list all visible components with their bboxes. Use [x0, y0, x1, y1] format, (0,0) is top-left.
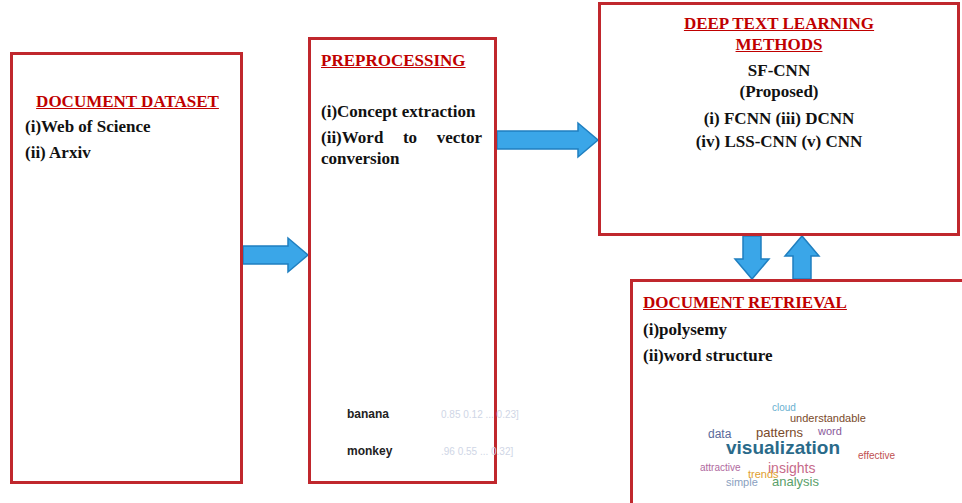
block-arrow	[735, 236, 769, 279]
vector-label: .96 0.55 ... 0.32]	[441, 446, 513, 457]
box-item: (i)polysemy	[643, 319, 957, 340]
box-heading: DOCUMENT DATASET	[25, 91, 230, 112]
word-cloud-word: effective	[858, 450, 895, 461]
box-item: (ii)word structure	[643, 345, 957, 366]
process-box: DEEP TEXT LEARNING METHODSSF-CNN (Propos…	[598, 2, 960, 236]
process-box: DOCUMENT DATASET (i)Web of Science (ii) Ar…	[10, 52, 243, 484]
word-cloud-word: cloud	[772, 402, 796, 413]
box-heading: PREPROCESSING	[321, 50, 482, 71]
word-cloud-word: analysis	[772, 474, 819, 489]
vector-label: 0.85 0.12 ... 0.23]	[441, 409, 519, 420]
box-heading: DEEP TEXT LEARNING METHODS	[654, 13, 904, 56]
word-cloud-word: word	[818, 425, 842, 437]
box-item: (ii)Word to vector conversion	[321, 127, 482, 170]
block-arrow	[785, 236, 819, 279]
box-item: SF-CNN (Proposed)	[719, 60, 839, 103]
box-item: (ii) Arxiv	[25, 142, 230, 163]
block-arrow	[497, 123, 598, 157]
box-item: (iv) LSS-CNN (v) CNN	[629, 131, 929, 152]
word-cloud-word: simple	[726, 476, 758, 488]
box-item: (i)Concept extraction	[321, 101, 482, 122]
word-cloud-word: visualization	[726, 437, 840, 459]
vector-label: monkey	[347, 444, 392, 458]
word-cloud-word: attractive	[700, 462, 741, 473]
box-item: (i)Web of Science	[25, 116, 230, 137]
box-heading: DOCUMENT RETRIEVAL	[643, 292, 957, 313]
vector-label: banana	[347, 407, 389, 421]
word-cloud-word: understandable	[790, 412, 866, 424]
box-item: (i) FCNN (iii) DCNN	[629, 108, 929, 129]
block-arrow	[243, 238, 308, 272]
